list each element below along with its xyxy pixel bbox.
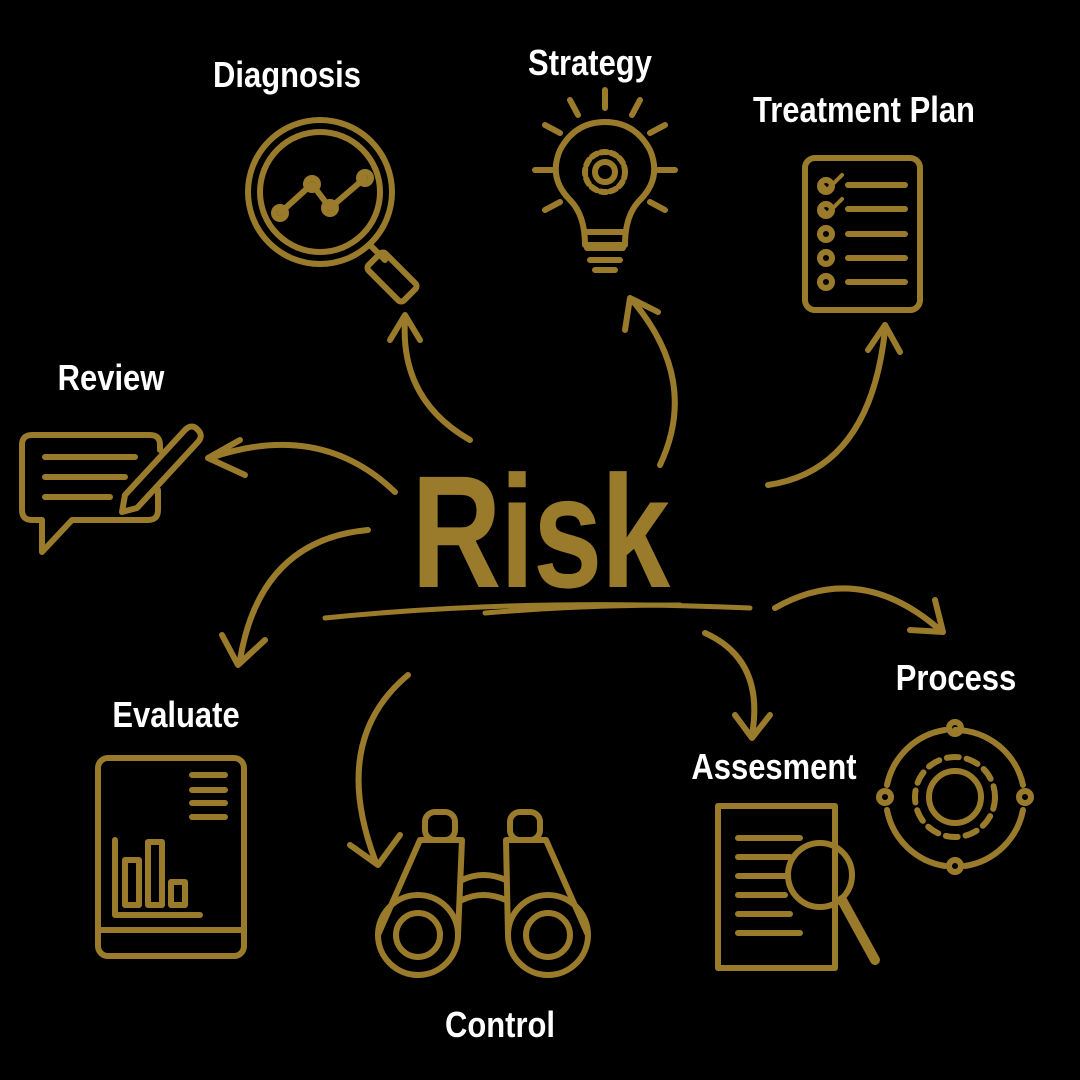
gear-cycle-icon bbox=[876, 719, 1034, 875]
arrow-to-control bbox=[347, 672, 411, 868]
label-control: Control bbox=[444, 1004, 556, 1045]
arrow-to-evaluate bbox=[219, 527, 371, 668]
risk-underline bbox=[322, 602, 753, 621]
label-review: Review bbox=[57, 357, 165, 398]
risk-title: Risk bbox=[411, 442, 670, 621]
binoculars-icon bbox=[375, 809, 591, 978]
label-strategy: Strategy bbox=[528, 42, 652, 83]
arrow-to-review bbox=[205, 437, 398, 495]
arrow-to-diagnosis bbox=[387, 312, 473, 443]
arrow-to-assesment bbox=[702, 630, 773, 741]
lightbulb-gear-icon bbox=[532, 87, 678, 273]
label-diagnosis: Diagnosis bbox=[213, 54, 361, 95]
arrow-to-treatment bbox=[765, 322, 903, 488]
label-process: Process bbox=[895, 657, 1017, 698]
label-treatment-plan: Treatment Plan bbox=[753, 89, 975, 130]
checklist-icon bbox=[802, 155, 923, 313]
arrow-to-strategy bbox=[622, 295, 678, 468]
document-search-icon bbox=[715, 803, 880, 971]
report-book-icon bbox=[95, 755, 247, 959]
chat-pencil-icon bbox=[19, 423, 204, 555]
magnifier-chart-icon bbox=[245, 117, 420, 305]
label-evaluate: Evaluate bbox=[112, 694, 240, 735]
arrow-to-process bbox=[772, 585, 946, 635]
label-assesment: Assesment bbox=[691, 746, 857, 787]
